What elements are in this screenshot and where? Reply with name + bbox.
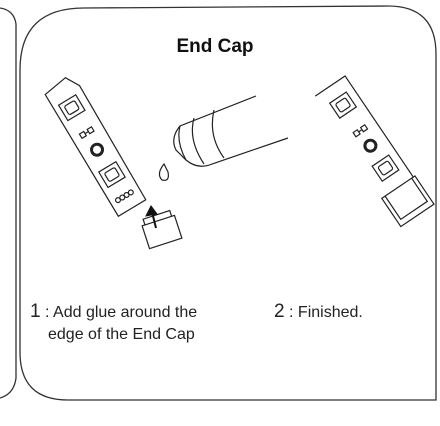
glue-tube-icon (173, 95, 289, 167)
right-panel-border (19, 5, 437, 401)
led-strip-left (44, 76, 147, 218)
glue-drop-icon (158, 162, 169, 181)
resistor-icon-right (352, 123, 369, 138)
solder-pads (114, 189, 134, 204)
end-cap (141, 209, 183, 250)
led-chip-top-right (328, 91, 358, 119)
step-1-line2: edge of the End Cap (48, 326, 195, 343)
via-ring-icon-right (363, 138, 378, 153)
step-1-number: 1 (30, 301, 41, 322)
left-panel-edge (0, 7, 17, 399)
diagram-title: End Cap (176, 36, 254, 57)
step-2-caption: 2 : Finished. (274, 301, 424, 324)
led-chip-bottom-right (371, 154, 400, 182)
insert-arrow-icon (145, 205, 158, 229)
led-chip-top (57, 94, 86, 122)
resistor-icon (78, 125, 95, 140)
step-2-number: 2 (274, 301, 285, 322)
led-chip-bottom (97, 160, 126, 189)
via-ring-icon (90, 142, 105, 157)
end-cap-fitted (380, 175, 435, 228)
step-1-line1: Add glue around the (53, 304, 198, 321)
step-1-caption: 1 : Add glue around the edge of the End … (30, 301, 260, 346)
step-1-separator: : (40, 304, 54, 321)
led-strip-right (314, 75, 435, 228)
step-2-line1: Finished. (297, 304, 363, 321)
step-2-separator: : (284, 304, 298, 321)
